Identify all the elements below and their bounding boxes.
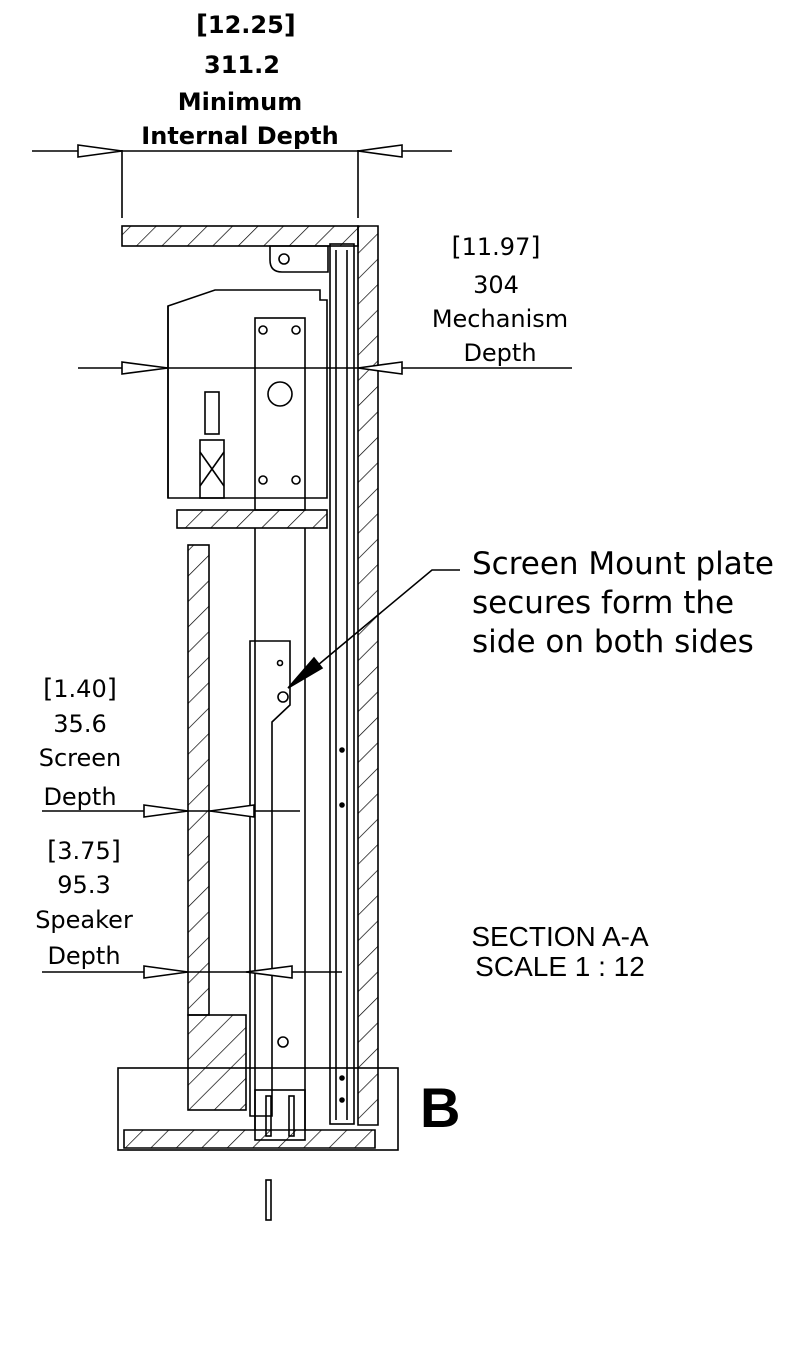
speaker-base (187, 1014, 247, 1111)
mounting-shelf (176, 509, 328, 529)
screen-mount-plate (249, 640, 291, 1117)
screen-depth-label-2: Depth (43, 783, 117, 811)
section-title: SECTION A-A (471, 921, 649, 952)
speaker-depth-label-1: Speaker (35, 906, 133, 934)
internal-depth-label-2: Internal Depth (141, 122, 339, 150)
speaker-depth-mm: 95.3 (57, 871, 111, 899)
internal-depth-mm: 311.2 (204, 51, 280, 79)
mechanism-plate (254, 317, 306, 511)
internal-depth-label-1: Minimum (177, 88, 303, 116)
top-hinge (269, 245, 329, 273)
section-scale: SCALE 1 : 12 (475, 951, 645, 982)
vertical-rail (329, 243, 355, 1125)
screen-mount-note: Screen Mount plate secures form the side… (472, 545, 774, 662)
leader-arrowhead (287, 656, 324, 689)
mechanism-housing (167, 289, 328, 499)
bracket-small (204, 391, 220, 435)
speaker-depth-inches: [3.75] (47, 836, 121, 866)
note-line-1: Screen Mount plate (472, 546, 774, 582)
detail-label: B (420, 1076, 461, 1139)
right-wall (357, 225, 379, 1126)
screen-depth-label-1: Screen (38, 744, 122, 772)
note-line-2: secures form the (472, 585, 735, 621)
bottom-floor (123, 1129, 376, 1149)
note-leader (299, 569, 460, 681)
speaker-wall (187, 544, 210, 1016)
mechanism-depth-mm: 304 (473, 271, 519, 299)
slotted-bracket (254, 1089, 306, 1141)
mechanism-depth-inches: [11.97] (451, 232, 541, 262)
internal-depth-inches: [12.25] (196, 10, 296, 40)
speaker-depth-label-2: Depth (47, 942, 121, 970)
mechanism-depth-label-1: Mechanism (431, 305, 569, 333)
mechanism-depth-label-2: Depth (463, 339, 537, 367)
top-wall (121, 225, 359, 247)
section-title-block: SECTION A-A SCALE 1 : 12 (440, 922, 680, 982)
bracket-lower (199, 439, 225, 499)
pulley-icon (267, 381, 293, 407)
bottom-base (117, 1067, 399, 1151)
screen-depth-mm: 35.6 (53, 710, 107, 738)
screen-depth-inches: [1.40] (43, 674, 117, 704)
note-line-3: side on both sides (472, 624, 754, 660)
